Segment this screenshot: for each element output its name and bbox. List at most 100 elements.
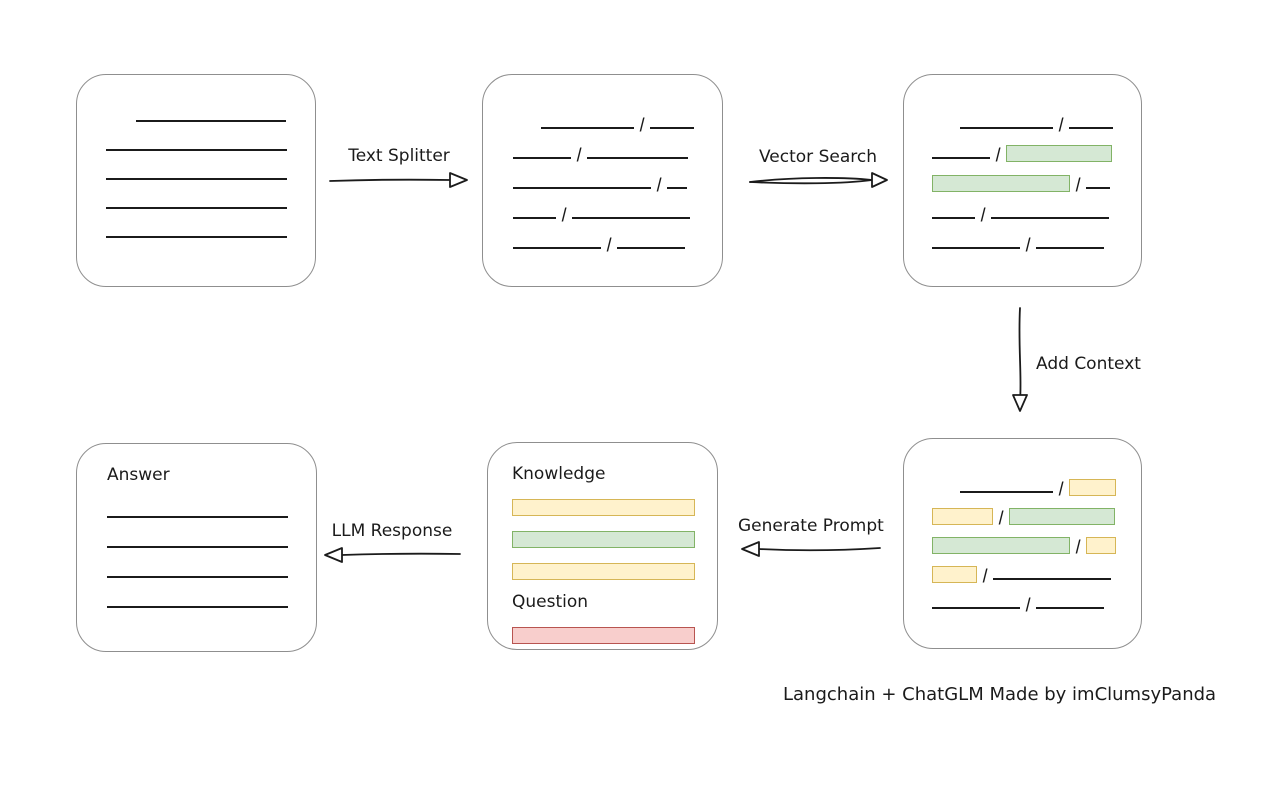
chunk-row bbox=[106, 133, 315, 151]
chunk-row bbox=[107, 560, 316, 578]
generate-prompt-arrow: Generate Prompt bbox=[738, 515, 884, 563]
knowledge-label: Knowledge bbox=[512, 464, 606, 484]
slash-separator: / bbox=[576, 145, 582, 165]
chunk-row: / bbox=[932, 201, 1141, 225]
text-line bbox=[106, 149, 287, 151]
down-arrow-icon bbox=[1012, 307, 1028, 412]
chunk-row bbox=[136, 104, 315, 122]
question-label: Question bbox=[512, 592, 589, 612]
llm-response-label: LLM Response bbox=[331, 521, 453, 541]
text-line bbox=[1086, 187, 1111, 189]
yellow-chunk bbox=[932, 566, 977, 583]
yellow-chunk bbox=[1086, 537, 1117, 554]
slash-separator: / bbox=[1075, 537, 1081, 557]
text-line bbox=[960, 491, 1053, 493]
chunk-row bbox=[512, 495, 717, 516]
chunk-row: / bbox=[960, 475, 1141, 499]
chunk-row: / bbox=[932, 171, 1141, 194]
left-arrow-icon bbox=[324, 547, 461, 563]
text-line bbox=[650, 127, 695, 129]
green-chunk bbox=[932, 175, 1070, 192]
split-chunks-node: / / / / / bbox=[482, 74, 723, 287]
chunk-row bbox=[512, 623, 717, 644]
slash-separator: / bbox=[1025, 235, 1031, 255]
chunk-row: / bbox=[513, 141, 722, 165]
slash-separator: / bbox=[998, 508, 1004, 528]
chunk-row bbox=[512, 527, 717, 548]
generate-prompt-label: Generate Prompt bbox=[738, 516, 884, 536]
chunk-row bbox=[107, 500, 316, 518]
text-line bbox=[1069, 127, 1114, 129]
yellow-chunk bbox=[1069, 479, 1117, 496]
knowledge-bars bbox=[512, 495, 717, 580]
chunk-row bbox=[107, 530, 316, 548]
text-splitter-arrow: Text Splitter bbox=[328, 145, 470, 193]
green-chunk bbox=[932, 537, 1070, 554]
slash-separator: / bbox=[980, 205, 986, 225]
text-line bbox=[541, 127, 634, 129]
source-document-node bbox=[76, 74, 316, 287]
right-arrow-icon bbox=[329, 172, 468, 188]
slash-separator: / bbox=[606, 235, 612, 255]
chunk-row: / bbox=[932, 504, 1141, 528]
document-lines bbox=[77, 75, 315, 249]
slash-separator: / bbox=[1025, 595, 1031, 615]
text-line bbox=[932, 157, 990, 159]
chunk-row: / bbox=[932, 562, 1141, 586]
slash-separator: / bbox=[1058, 115, 1064, 135]
chunk-row: / bbox=[932, 231, 1141, 255]
context-chunks-node: / / / / / bbox=[903, 438, 1142, 649]
prompt-node: Knowledge Question bbox=[487, 442, 718, 650]
text-line bbox=[513, 247, 601, 249]
green-chunk bbox=[1009, 508, 1116, 525]
chunk-row: / bbox=[513, 201, 722, 225]
vector-search-label: Vector Search bbox=[759, 147, 877, 167]
text-splitter-label: Text Splitter bbox=[348, 146, 450, 166]
text-line bbox=[667, 187, 688, 189]
text-line bbox=[617, 247, 686, 249]
answer-lines bbox=[107, 500, 316, 608]
question-bar bbox=[512, 623, 717, 644]
chunk-row: / bbox=[513, 231, 722, 255]
chunk-rows: / / / / / bbox=[483, 75, 722, 261]
text-line bbox=[993, 578, 1112, 580]
yellow-chunk bbox=[512, 563, 695, 580]
slash-separator: / bbox=[982, 566, 988, 586]
text-line bbox=[991, 217, 1110, 219]
answer-node: Answer bbox=[76, 443, 317, 652]
matched-chunks-node: / / / / / bbox=[903, 74, 1142, 287]
chunk-row: / bbox=[932, 141, 1141, 165]
left-arrow-icon bbox=[741, 541, 881, 557]
text-line bbox=[960, 127, 1053, 129]
chunk-row: / bbox=[932, 591, 1141, 615]
text-line bbox=[107, 516, 288, 518]
slash-separator: / bbox=[995, 145, 1001, 165]
slash-separator: / bbox=[656, 175, 662, 195]
chunk-row bbox=[512, 559, 717, 580]
chunk-row: / bbox=[960, 111, 1141, 135]
llm-response-arrow: LLM Response bbox=[322, 520, 462, 568]
yellow-chunk bbox=[512, 499, 695, 516]
text-line bbox=[587, 157, 689, 159]
slash-separator: / bbox=[1058, 479, 1064, 499]
add-context-arrow: Add Context bbox=[1008, 305, 1158, 420]
matched-chunk-rows: / / / / / bbox=[904, 75, 1141, 261]
green-chunk bbox=[512, 531, 695, 548]
text-line bbox=[513, 217, 556, 219]
chunk-row bbox=[107, 590, 316, 608]
text-line bbox=[106, 207, 287, 209]
text-line bbox=[932, 607, 1020, 609]
text-line bbox=[106, 178, 287, 180]
caption-text: Langchain + ChatGLM Made by imClumsyPand… bbox=[783, 684, 1217, 705]
slash-separator: / bbox=[561, 205, 567, 225]
answer-label: Answer bbox=[107, 465, 170, 485]
chunk-row: / bbox=[541, 111, 722, 135]
text-line bbox=[513, 157, 571, 159]
chunk-row bbox=[106, 191, 315, 209]
slash-separator: / bbox=[639, 115, 645, 135]
red-chunk bbox=[512, 627, 695, 644]
add-context-label: Add Context bbox=[1036, 354, 1141, 374]
green-chunk bbox=[1006, 145, 1113, 162]
yellow-chunk bbox=[932, 508, 993, 525]
